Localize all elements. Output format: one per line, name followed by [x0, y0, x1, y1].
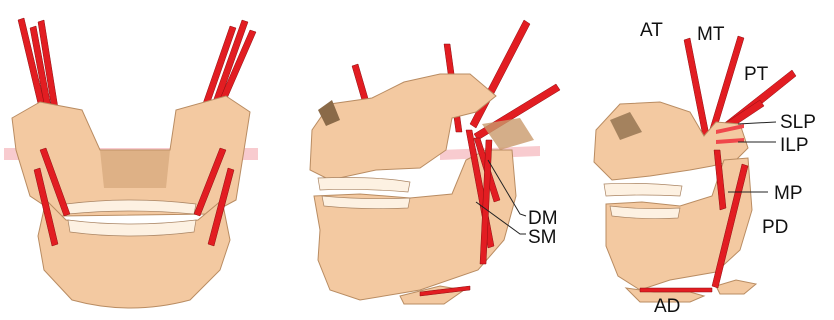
label-PT: PT	[744, 64, 769, 85]
label-ILP: ILP	[780, 135, 809, 156]
label-SLP: SLP	[780, 112, 816, 133]
upper-teeth-medial	[604, 183, 682, 196]
front-view-panel	[4, 18, 258, 308]
muscle-AD	[640, 288, 712, 292]
leader-SLP	[738, 122, 776, 124]
label-PD: PD	[762, 217, 788, 238]
nasal-shadow-front	[100, 150, 170, 188]
oblique-view-panel	[310, 20, 560, 304]
upper-teeth-oblique	[318, 178, 410, 193]
hyoid-medial	[716, 280, 756, 294]
label-AT: AT	[640, 20, 663, 41]
label-AD: AD	[654, 296, 680, 317]
label-MP: MP	[774, 183, 803, 204]
label-MT: MT	[697, 24, 725, 45]
label-SM: SM	[528, 227, 557, 248]
lower-teeth-front	[68, 220, 196, 236]
label-DM: DM	[528, 208, 558, 229]
